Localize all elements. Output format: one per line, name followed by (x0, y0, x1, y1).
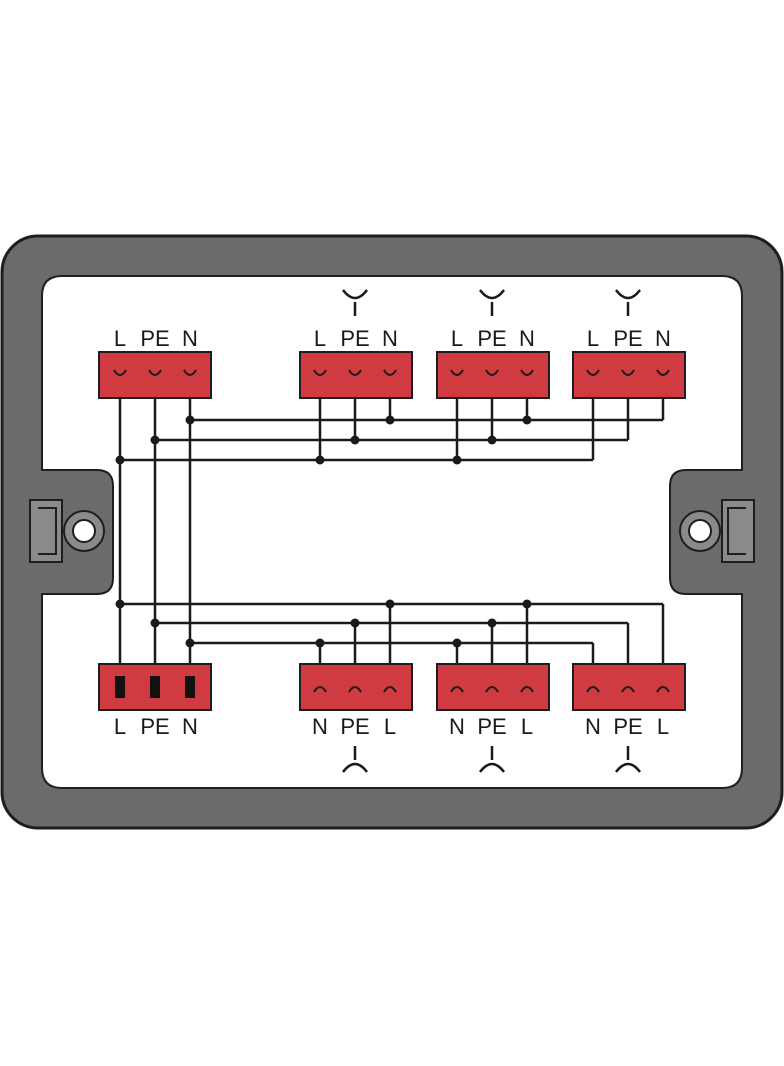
output-top-1-label-n: N (382, 326, 398, 351)
socket-terminal (485, 369, 499, 376)
plug-terminal (520, 686, 534, 693)
junction-dots (115, 415, 532, 648)
screw-hole-right-inner (688, 519, 712, 543)
socket-terminal (113, 369, 127, 376)
plug-terminal (313, 686, 327, 693)
output-bottom-3-label-n: N (585, 714, 601, 739)
inner-panel (41, 275, 743, 789)
junction-dot (522, 415, 532, 425)
plug-terminal (450, 686, 464, 693)
junction-dot (487, 618, 497, 628)
plug-terminal (656, 686, 670, 693)
plug-terminal (348, 686, 362, 693)
output-bottom-3-label-pe: PE (613, 714, 642, 739)
output-bottom-2-label-n: N (449, 714, 465, 739)
junction-dot (115, 599, 125, 609)
junction-dot (315, 638, 325, 648)
input-top-label-l: L (114, 326, 126, 351)
output-bottom-1-labels: N PE L (312, 714, 396, 739)
socket-terminal (656, 369, 670, 376)
output-bottom-2-labels: N PE L (449, 714, 533, 739)
socket-terminal (383, 369, 397, 376)
output-bottom-1-label-n: N (312, 714, 328, 739)
junction-dot (315, 455, 325, 465)
junction-dot (452, 455, 462, 465)
output-bottom-2-label-pe: PE (477, 714, 506, 739)
plug-terminal (586, 686, 600, 693)
socket-terminal (348, 369, 362, 376)
junction-dot (350, 435, 360, 445)
socket-terminal (520, 369, 534, 376)
input-pin (185, 676, 195, 698)
output-top-3-label-n: N (655, 326, 671, 351)
screw-hole-left-inner (72, 519, 96, 543)
output-top-2-label-l: L (451, 326, 463, 351)
mounting-lug-right (679, 499, 755, 563)
socket-terminal (313, 369, 327, 376)
socket-terminal (450, 369, 464, 376)
output-bottom-1-label-l: L (384, 714, 396, 739)
connectors (98, 351, 686, 711)
socket-terminal (586, 369, 600, 376)
plug-terminal (383, 686, 397, 693)
junction-dot (522, 599, 532, 609)
output-top-2-labels: L PE N (451, 326, 535, 351)
input-pin (150, 676, 160, 698)
junction-dot (150, 618, 160, 628)
input-bottom-label-l: L (114, 714, 126, 739)
output-bottom-1-label-pe: PE (340, 714, 369, 739)
junction-dot (150, 435, 160, 445)
input-top-label-pe: PE (140, 326, 169, 351)
input-top-label-n: N (182, 326, 198, 351)
output-bottom-3-label-l: L (657, 714, 669, 739)
mounting-lug-left (29, 499, 105, 563)
junction-dot (185, 638, 195, 648)
junction-dot (452, 638, 462, 648)
junction-dot (350, 618, 360, 628)
output-top-1-label-l: L (314, 326, 326, 351)
lug-clip-right (721, 499, 755, 563)
input-bottom-label-n: N (182, 714, 198, 739)
lug-clip-detail-left (38, 507, 57, 555)
input-connector-labels: L PE N L PE N (114, 326, 198, 739)
output-top-3-label-pe: PE (613, 326, 642, 351)
output-top-1-labels: L PE N (314, 326, 398, 351)
junction-dot (487, 435, 497, 445)
output-top-3-label-l: L (587, 326, 599, 351)
output-bottom-3-labels: N PE L (585, 714, 669, 739)
socket-icon (342, 289, 641, 316)
plug-icon (342, 746, 641, 773)
output-top-1-label-pe: PE (340, 326, 369, 351)
lug-clip-detail-right (727, 507, 746, 555)
junction-dot (185, 415, 195, 425)
output-bottom-2-label-l: L (521, 714, 533, 739)
input-bottom-label-pe: PE (140, 714, 169, 739)
socket-terminal (148, 369, 162, 376)
output-top-2-label-pe: PE (477, 326, 506, 351)
plug-terminal (621, 686, 635, 693)
plug-terminal (485, 686, 499, 693)
input-pin (115, 676, 125, 698)
junction-dot (385, 415, 395, 425)
output-top-2-label-n: N (519, 326, 535, 351)
junction-dot (115, 455, 125, 465)
socket-terminal (183, 369, 197, 376)
lug-clip-left (29, 499, 63, 563)
socket-terminal (621, 369, 635, 376)
output-top-3-labels: L PE N (587, 326, 671, 351)
junction-dot (385, 599, 395, 609)
